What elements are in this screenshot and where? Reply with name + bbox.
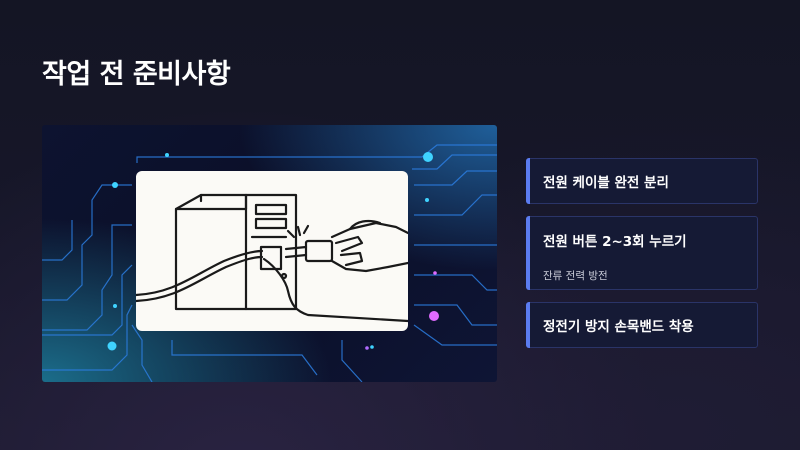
step-subtitle: 잔류 전력 방전 <box>543 270 608 282</box>
page-title: 작업 전 준비사항 <box>42 59 231 90</box>
step-card-press-power-button[interactable]: 전원 버튼 2~3회 누르기 잔류 전력 방전 <box>526 216 758 290</box>
step-card-unplug-cable[interactable]: 전원 케이블 완전 분리 <box>526 158 758 204</box>
circuit-image-panel <box>42 125 497 382</box>
pc-tower-plug-icon <box>136 193 408 323</box>
circuit-background-icon <box>42 144 497 382</box>
step-title: 전원 케이블 완전 분리 <box>543 175 669 191</box>
step-title: 정전기 방지 손목밴드 착용 <box>543 319 694 335</box>
step-card-wear-wrist-strap[interactable]: 정전기 방지 손목밴드 착용 <box>526 302 758 348</box>
unplug-power-cable-illustration <box>136 171 408 331</box>
step-title: 전원 버튼 2~3회 누르기 <box>543 234 687 250</box>
step-list: 전원 케이블 완전 분리 전원 버튼 2~3회 누르기 잔류 전력 방전 정전기… <box>526 158 758 360</box>
